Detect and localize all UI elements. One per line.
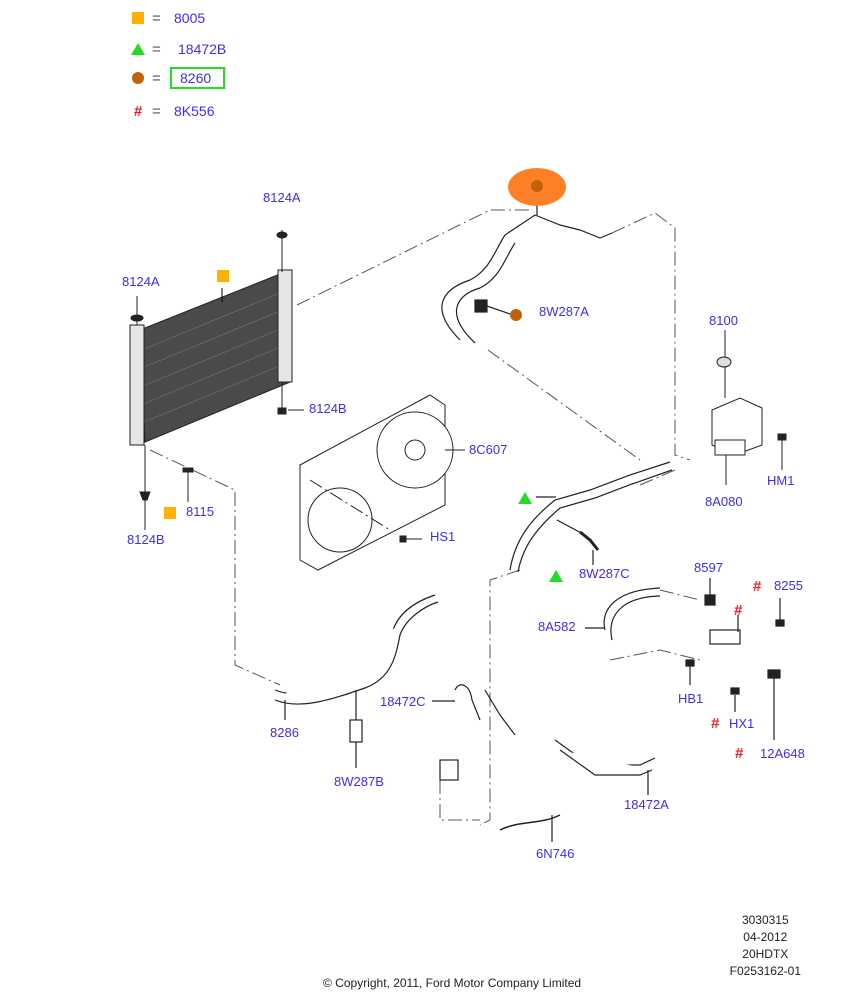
- part-label-8286[interactable]: 8286: [270, 725, 299, 740]
- red-hash-icon: #: [133, 102, 143, 120]
- legend-item-hash: # = 8K556: [130, 101, 215, 121]
- expansion-tank-8A080: [711, 330, 787, 485]
- part-label-HS1[interactable]: HS1: [430, 529, 456, 544]
- legend-item-triangle: = 18472B: [130, 39, 226, 59]
- part-label-8124A[interactable]: 8124A: [122, 274, 160, 289]
- part-label-8597[interactable]: 8597: [694, 560, 723, 575]
- red-hash-icon: #: [711, 715, 720, 732]
- copyright-text: © Copyright, 2011, Ford Motor Company Li…: [323, 976, 582, 990]
- part-label-18472C[interactable]: 18472C: [380, 694, 426, 709]
- fan-shroud-8C607: [299, 394, 465, 571]
- green-triangle-icon: [130, 43, 146, 55]
- part-label-8124A[interactable]: 8124A: [263, 190, 301, 205]
- brown-circle-icon: [130, 72, 146, 84]
- brown-circle-icon: [510, 309, 522, 321]
- lower-hose-8286: [274, 594, 439, 768]
- legend-code[interactable]: 8K556: [174, 103, 215, 119]
- red-hash-icon: #: [735, 745, 744, 762]
- part-label-8W287B[interactable]: 8W287B: [334, 774, 384, 789]
- legend-equals: =: [152, 69, 161, 87]
- legend-equals: =: [152, 102, 161, 120]
- green-triangle-icon: [518, 492, 532, 504]
- part-label-8C607[interactable]: 8C607: [469, 442, 508, 457]
- orange-square-icon: [217, 270, 229, 282]
- meta-line: 3030315: [741, 913, 789, 927]
- part-label-8W287A[interactable]: 8W287A: [539, 304, 589, 319]
- meta-line: F0253162-01: [729, 964, 801, 978]
- brown-circle-icon: [531, 180, 543, 192]
- part-label-HB1[interactable]: HB1: [678, 691, 704, 706]
- red-hash-icon: #: [734, 602, 743, 619]
- part-label-HX1[interactable]: HX1: [729, 716, 755, 731]
- part-label-6N746[interactable]: 6N746: [536, 846, 575, 861]
- guide-lines: [149, 209, 701, 826]
- legend-code[interactable]: 18472B: [178, 41, 227, 57]
- part-label-8A582[interactable]: 8A582: [538, 619, 576, 634]
- part-label-8255[interactable]: 8255: [774, 578, 803, 593]
- heater-pipes: [432, 684, 656, 842]
- part-label-18472A[interactable]: 18472A: [624, 797, 669, 812]
- part-label-8124B[interactable]: 8124B: [127, 532, 165, 547]
- part-label-8100[interactable]: 8100: [709, 313, 738, 328]
- red-hash-icon: #: [753, 578, 762, 595]
- meta-line: 04-2012: [743, 930, 788, 944]
- bypass-hose-8A582: [585, 578, 785, 740]
- part-label-8124B[interactable]: 8124B: [309, 401, 347, 416]
- legend-code-selected[interactable]: 8260: [170, 67, 226, 89]
- drawing-metadata: 3030315 04-2012 20HDTX F0253162-01: [730, 912, 801, 980]
- part-label-HM1[interactable]: HM1: [767, 473, 795, 488]
- orange-square-icon: [130, 12, 146, 24]
- part-label-12A648[interactable]: 12A648: [760, 746, 805, 761]
- legend-equals: =: [152, 9, 161, 27]
- legend-code[interactable]: 8005: [174, 10, 206, 26]
- legend-equals: =: [152, 40, 161, 58]
- part-label-8115[interactable]: 8115: [186, 504, 214, 519]
- part-label-8W287C[interactable]: 8W287C: [579, 566, 630, 581]
- green-triangle-icon: [549, 570, 563, 582]
- meta-line: 20HDTX: [742, 947, 789, 961]
- heater-hose-18472B: [509, 461, 673, 573]
- upper-hose-8260: [441, 196, 613, 344]
- part-label-8A080[interactable]: 8A080: [705, 494, 743, 509]
- orange-square-icon: [164, 507, 176, 519]
- radiator-8005: [129, 230, 304, 530]
- legend-item-square: = 8005: [130, 8, 205, 28]
- legend-item-circle: = 8260: [130, 67, 226, 89]
